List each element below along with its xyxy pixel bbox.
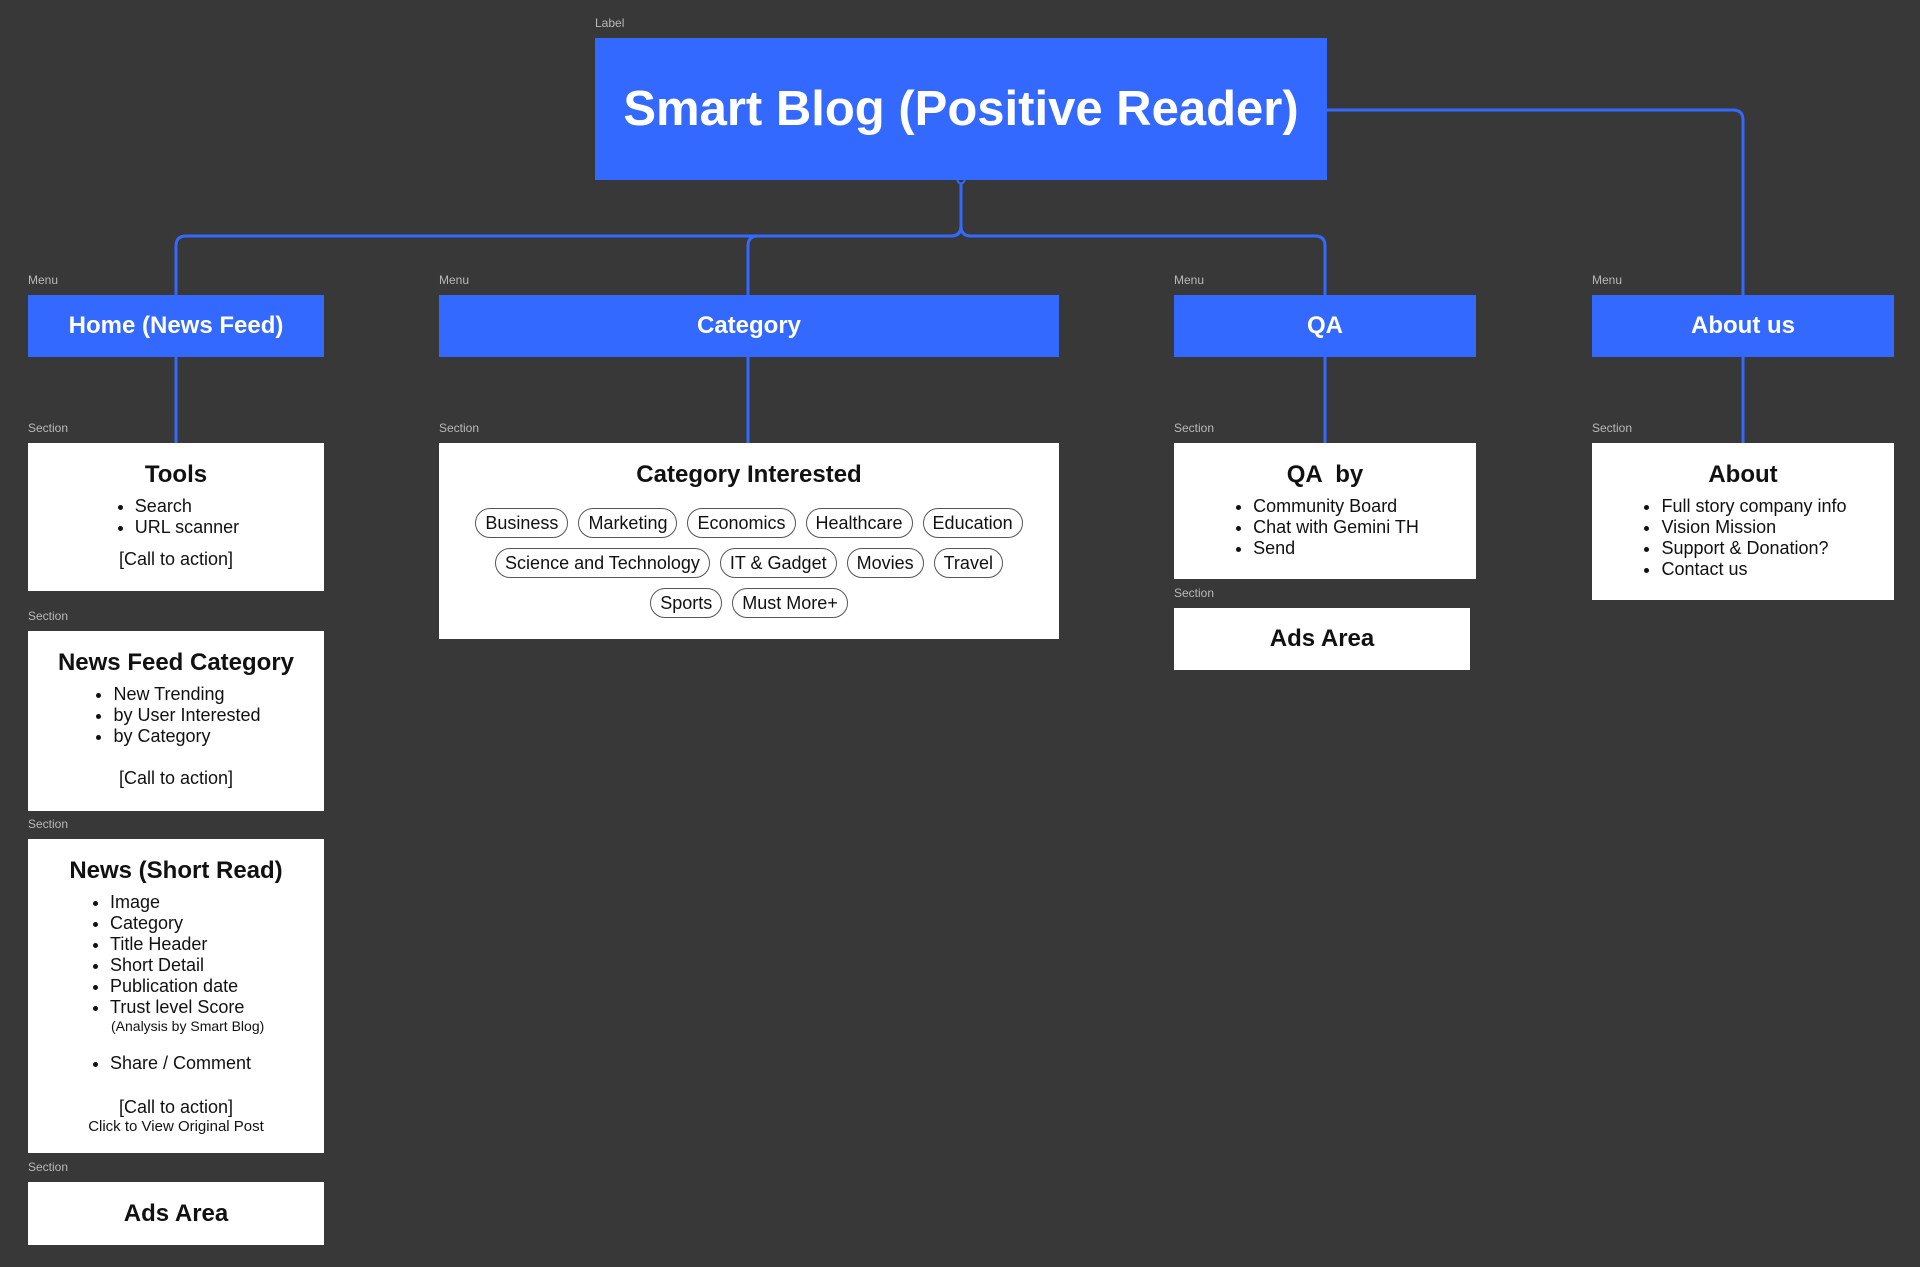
trust-score-note: (Analysis by Smart Blog): [111, 1018, 265, 1034]
home-ads-title: Ads Area: [123, 1199, 229, 1227]
section-news-short-read[interactable]: News (Short Read) Image Category Title H…: [28, 839, 324, 1153]
list-item: Chat with Gemini TH: [1253, 517, 1419, 538]
list-item: Full story company info: [1661, 496, 1846, 517]
section-news-feed-category[interactable]: News Feed Category New Trending by User …: [28, 631, 324, 811]
menu-tag-category: Menu: [439, 273, 470, 287]
menu-home-label: Home (News Feed): [68, 312, 284, 339]
list-item: Trust level Score: [110, 997, 244, 1018]
qa-by-list: Community Board Chat with Gemini TH Send: [1231, 496, 1419, 559]
section-tag-qa-by: Section: [1174, 421, 1215, 435]
section-tag-news-short-read: Section: [28, 817, 69, 831]
list-item: New Trending: [113, 684, 260, 705]
section-news-short-read-title: News (Short Read): [69, 857, 283, 884]
connector-root-to-category: [746, 225, 963, 296]
connector-root-to-qa: [959, 225, 1327, 296]
category-chip-sports[interactable]: Sports: [650, 588, 723, 618]
menu-tag-qa: Menu: [1174, 273, 1205, 287]
section-qa-by[interactable]: QA by Community Board Chat with Gemini T…: [1174, 443, 1476, 579]
tools-list: Search URL scanner: [113, 496, 239, 538]
section-home-ads-area[interactable]: Ads Area: [28, 1182, 324, 1245]
section-tag-news-feed-category: Section: [28, 609, 69, 623]
view-original-post-note: Click to View Original Post: [88, 1118, 264, 1135]
list-item: by Category: [113, 726, 260, 747]
menu-about-us[interactable]: About us: [1592, 295, 1894, 357]
section-tag-category-interested: Section: [439, 421, 480, 435]
list-item: Contact us: [1661, 559, 1846, 580]
news-short-read-list: Image Category Title Header Short Detail…: [88, 892, 244, 1018]
list-item: Search: [135, 496, 239, 517]
list-item: Title Header: [110, 934, 244, 955]
menu-category-label: Category: [696, 312, 802, 339]
list-item: Publication date: [110, 976, 244, 997]
category-chip-travel[interactable]: Travel: [933, 548, 1003, 578]
qa-ads-title: Ads Area: [1269, 625, 1375, 652]
section-tag-home-ads: Section: [28, 1160, 69, 1174]
list-item: Support & Donation?: [1661, 538, 1846, 559]
root-title: Smart Blog (Positive Reader): [623, 82, 1299, 136]
category-chip-must-more[interactable]: Must More+: [732, 588, 848, 618]
category-chip-marketing[interactable]: Marketing: [578, 508, 678, 538]
news-feed-category-list: New Trending by User Interested by Categ…: [91, 684, 260, 747]
category-chip-group: Business Marketing Economics Healthcare …: [439, 508, 1059, 618]
connector-root-to-about: [1326, 108, 1745, 296]
category-chip-healthcare[interactable]: Healthcare: [805, 508, 913, 538]
menu-about-label: About us: [1691, 312, 1795, 339]
section-qa-by-title: QA by: [1286, 461, 1364, 488]
section-tag-about: Section: [1592, 421, 1633, 435]
section-about-title: About: [1708, 461, 1778, 488]
list-item: URL scanner: [135, 517, 239, 538]
category-chip-science-technology[interactable]: Science and Technology: [495, 548, 710, 578]
section-tag-tools: Section: [28, 421, 69, 435]
list-item: Share / Comment: [110, 1053, 251, 1074]
category-chip-economics[interactable]: Economics: [687, 508, 796, 538]
root-title-box[interactable]: Smart Blog (Positive Reader): [595, 38, 1327, 180]
section-tools[interactable]: Tools Search URL scanner [Call to action…: [28, 443, 324, 591]
root-tag: Label: [595, 16, 625, 30]
section-qa-ads-area[interactable]: Ads Area: [1174, 608, 1470, 670]
category-chip-movies[interactable]: Movies: [846, 548, 924, 578]
list-item: Short Detail: [110, 955, 244, 976]
section-category-interested[interactable]: Category Interested Business Marketing E…: [439, 443, 1059, 639]
about-list: Full story company info Vision Mission S…: [1639, 496, 1846, 580]
category-chip-it-gadget[interactable]: IT & Gadget: [719, 548, 837, 578]
section-news-feed-category-title: News Feed Category: [57, 649, 295, 676]
news-feed-call-to-action[interactable]: [Call to action]: [118, 768, 234, 788]
news-short-read-call-to-action[interactable]: [Call to action]: [118, 1097, 234, 1117]
section-tag-qa-ads: Section: [1174, 586, 1215, 600]
section-tools-title: Tools: [144, 461, 208, 488]
connector-root-to-home: [174, 180, 963, 296]
list-item: Community Board: [1253, 496, 1419, 517]
share-list: Share / Comment: [88, 1053, 251, 1074]
menu-qa-label: QA: [1307, 312, 1343, 339]
category-chip-business[interactable]: Business: [475, 508, 569, 538]
list-item: by User Interested: [113, 705, 260, 726]
section-category-interested-title: Category Interested: [636, 461, 862, 488]
section-about[interactable]: About Full story company info Vision Mis…: [1592, 443, 1894, 600]
menu-tag-home: Menu: [28, 273, 59, 287]
menu-tag-about: Menu: [1592, 273, 1623, 287]
category-chip-education[interactable]: Education: [922, 508, 1023, 538]
menu-category[interactable]: Category: [439, 295, 1059, 357]
menu-home-news-feed[interactable]: Home (News Feed): [28, 295, 324, 357]
tools-call-to-action[interactable]: [Call to action]: [118, 549, 234, 569]
menu-qa[interactable]: QA: [1174, 295, 1476, 357]
list-item: Send: [1253, 538, 1419, 559]
list-item: Vision Mission: [1661, 517, 1846, 538]
list-item: Category: [110, 913, 244, 934]
list-item: Image: [110, 892, 244, 913]
